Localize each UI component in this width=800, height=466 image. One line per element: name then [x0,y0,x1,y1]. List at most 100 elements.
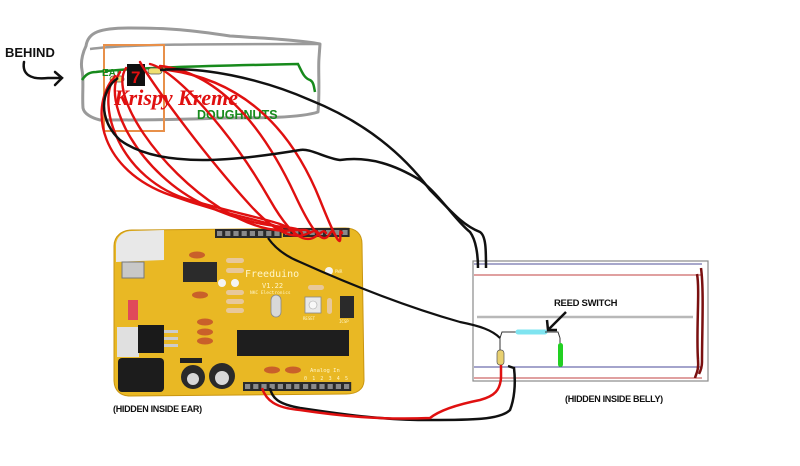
black-wires [102,68,517,422]
freeduino-board: Freeduino V1.22 NKC Electronics RESET PW… [113,227,365,397]
pwr-label: PWR [335,269,343,274]
digital-header-left [215,229,282,238]
smd-cap [197,337,213,345]
belly-caption: (HIDDEN INSIDE BELLY) [565,394,663,404]
header-pin[interactable] [274,231,280,236]
ear-caption: (HIDDEN INSIDE EAR) [113,404,202,414]
resistor [226,258,244,263]
header-pin[interactable] [344,384,350,389]
header-pin[interactable] [311,384,317,389]
header-body [215,229,282,238]
capacitor-top [187,373,199,385]
voltage-regulator [138,325,164,353]
red-component [128,300,138,320]
krispy-kreme-logo: Krispy Kreme [113,85,238,110]
box-outline [80,26,322,122]
red-wire [138,60,320,237]
power-header [243,382,302,391]
maroon-jumper [697,267,704,375]
smd-cap [197,318,213,326]
red-wire [166,68,344,243]
header-body [301,382,352,391]
doughnuts-text: DOUGHNUTS [197,108,278,122]
icsp-header [340,296,354,318]
krispy-kreme-box: EAT 7 Krispy Kreme DOUGHNUTS [80,26,322,132]
dc-jack [118,358,164,392]
resistor-breadboard [496,349,505,366]
header-pin[interactable] [253,384,259,389]
black-wire-header-to-reed [267,237,501,339]
red-wire-bundle [100,60,344,243]
analog-pin-number: 5 [345,376,348,382]
header-pin[interactable] [217,231,223,236]
reed-lead [545,331,561,339]
analog-pin-number: 2 [320,376,323,382]
display-digit: 7 [131,68,140,87]
black-wire-box-to-breadboard [159,68,488,269]
green-led [558,343,563,367]
box-green-band [80,62,317,93]
header-pin[interactable] [261,384,267,389]
led [218,279,226,287]
resistor [327,298,332,314]
header-pin[interactable] [269,384,275,389]
box-lid-line [89,42,321,51]
header-pin[interactable] [319,384,325,389]
header-pin[interactable] [233,231,239,236]
analog-pin-number: 0 [304,376,307,382]
behind-label: BEHIND [5,45,55,60]
header-pin[interactable] [286,384,292,389]
usb-corner [116,230,164,262]
atmega-chip [237,330,349,356]
board-maker: NKC Electronics [250,290,291,296]
header-pin[interactable] [327,384,333,389]
header-pin[interactable] [294,384,300,389]
header-pin[interactable] [241,231,247,236]
board-version: V1.22 [262,282,283,290]
ftdi-chip [183,262,217,282]
smd-cap [192,291,208,299]
header-pin[interactable] [335,384,341,389]
red-wire [107,74,296,235]
analog-pin-number: 1 [312,376,315,382]
crystal [270,294,282,318]
resistor [226,290,244,295]
header-pin[interactable] [285,230,291,235]
red-power-wire-group [260,365,503,420]
reed-lead [499,331,518,339]
maroon-jumper [693,273,700,379]
led [231,279,239,287]
smd-cap [264,366,280,374]
header-pin[interactable] [303,384,309,389]
header-pin[interactable] [301,230,307,235]
header-pin[interactable] [334,230,340,235]
smd-cap [189,251,205,259]
black-wire-ground [268,364,517,422]
usb-port [121,261,145,279]
reset-label: RESET [303,316,316,321]
regulator-plate [117,327,139,357]
red-wire [158,64,336,240]
resistor [226,299,244,304]
header-pin[interactable] [249,231,255,236]
header-pin[interactable] [326,230,332,235]
reed-arrow-head-icon [545,319,557,332]
header-pin[interactable] [342,230,348,235]
icsp-label: ICSP [339,319,349,324]
resistor [226,308,244,313]
header-pin[interactable] [277,384,283,389]
breadboard: REED SWITCH [472,260,709,382]
reg-pin [164,337,178,340]
reed-arrow-icon [548,311,567,330]
seven-segment-display [127,64,145,86]
analog-label: Analog In [310,368,340,374]
reg-pin [164,344,178,347]
smd-cap [285,366,301,374]
header-pin[interactable] [258,231,264,236]
header-pin[interactable] [245,384,251,389]
header-pin[interactable] [266,231,272,236]
header-pin[interactable] [225,231,231,236]
arrow-head-icon [53,70,64,87]
